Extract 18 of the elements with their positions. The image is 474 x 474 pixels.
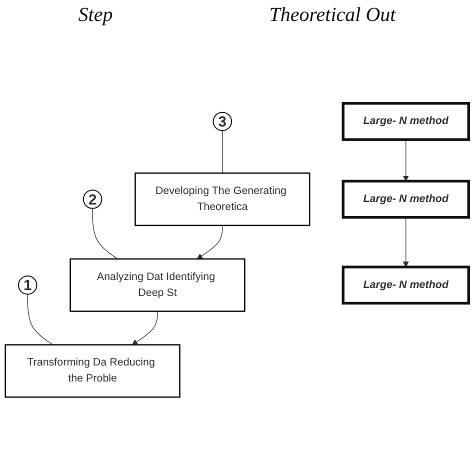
arrow (402, 139, 409, 182)
arrow (196, 224, 223, 259)
node-box: Large- N method (342, 180, 470, 218)
node-box: Developing The Generating Theoretica (134, 172, 310, 226)
connector (92, 208, 118, 260)
node-box: Large- N method (342, 102, 470, 141)
column-heading: Step (78, 4, 113, 26)
node-box: Large- N method (342, 265, 470, 304)
node-box: Analyzing Dat Identifying Deep St (70, 258, 246, 312)
connector (222, 130, 223, 174)
arrow (402, 216, 409, 268)
node-circle: 2 (82, 189, 102, 209)
node-circle: 3 (212, 112, 232, 131)
node-circle: 1 (18, 275, 38, 294)
arrow (132, 310, 158, 345)
connector (27, 294, 54, 345)
node-box: Transforming Da Reducing the Proble (4, 344, 180, 398)
column-heading: Theoretical Out (269, 4, 396, 26)
